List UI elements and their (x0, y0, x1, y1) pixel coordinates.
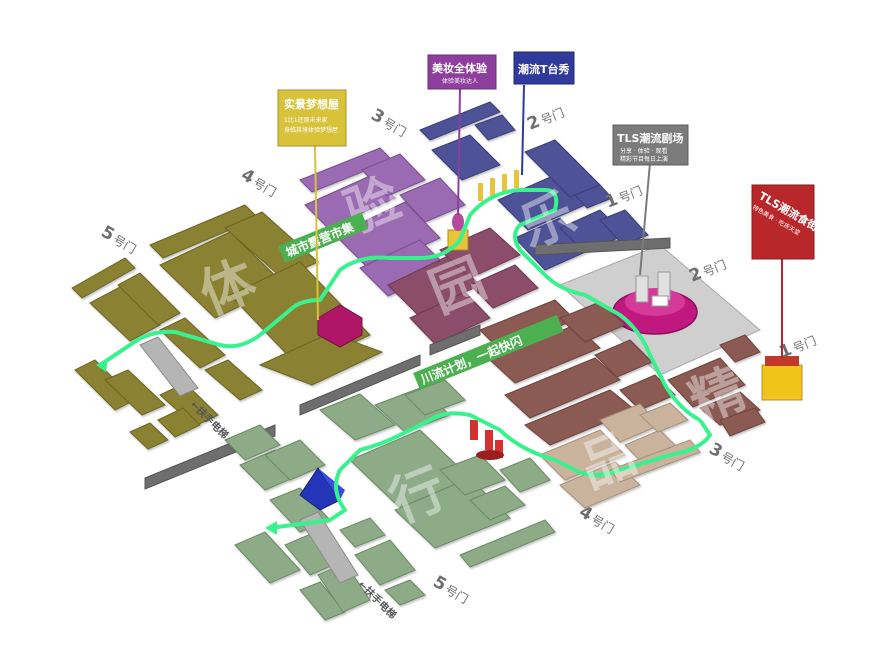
runway-figures (478, 170, 519, 201)
gate-label-5-lower: 5 号门 (430, 572, 471, 607)
svg-text:号门: 号门 (443, 582, 471, 607)
sign-runway: 潮流T台秀 (513, 51, 575, 176)
gate-label-2-right: 2 号门 (686, 257, 728, 287)
flash-mob-figures (470, 420, 504, 460)
purple-zone (299, 147, 466, 297)
sign-dream-house-line2: 身临其境体验梦想屋 (284, 126, 338, 134)
sign-makeup: 美妆全体验 体验美妆达人 (427, 54, 497, 216)
sign-tls-theater: TLS潮流剧场 分享 · 体验 · 观看 精彩节目每日上演 (612, 124, 689, 276)
sign-makeup-line1: 体验美妆达人 (442, 77, 478, 85)
gate-label-3-upper: 3 号门 (368, 105, 409, 140)
svg-text:号门: 号门 (381, 115, 409, 140)
svg-text:号门: 号门 (251, 175, 279, 200)
sign-tls-food: TLS潮流食街 特色美食 · 吃货天堂 (751, 184, 821, 358)
gate-label-4-upper: 4 号门 (238, 165, 279, 200)
sign-dream-house: 实景梦想屋 1比1还原未来家 身临其境体验梦想屋 (277, 89, 347, 321)
escalator-lower (299, 511, 359, 584)
theater-platform (559, 244, 761, 376)
food-street-stall (761, 356, 803, 401)
sign-runway-title: 潮流T台秀 (518, 62, 570, 76)
svg-text:号门: 号门 (111, 232, 139, 257)
gate-label-2-upper: 2 号门 (524, 105, 566, 135)
gate-label-4-lower: 4 号门 (576, 502, 617, 537)
escalator-upper (139, 336, 199, 397)
sign-dream-house-title: 实景梦想屋 (284, 97, 339, 111)
svg-text:号门: 号门 (589, 512, 617, 537)
sign-tls-theater-title: TLS潮流剧场 (617, 131, 683, 145)
svg-text:号门: 号门 (616, 183, 644, 206)
sign-tls-theater-line1: 分享 · 体验 · 观看 (620, 147, 667, 155)
route-end-arrow (265, 521, 277, 535)
mauve-zone (387, 227, 539, 345)
gate-label-1-upper: 1 号门 (602, 183, 644, 213)
svg-text:号门: 号门 (719, 449, 747, 474)
gate-label-3-lower: 3 号门 (706, 439, 747, 474)
svg-text:号门: 号门 (538, 105, 566, 128)
sign-makeup-title: 美妆全体验 (432, 61, 488, 75)
svg-text:号门: 号门 (790, 333, 818, 356)
sign-tls-theater-line2: 精彩节目每日上演 (620, 155, 668, 163)
gate-label-5-upper: 5 号门 (98, 222, 139, 257)
route-start-arrow (96, 358, 108, 372)
market-house (317, 304, 363, 348)
sign-dream-house-line1: 1比1还原未来家 (284, 116, 328, 124)
svg-text:号门: 号门 (700, 257, 728, 280)
